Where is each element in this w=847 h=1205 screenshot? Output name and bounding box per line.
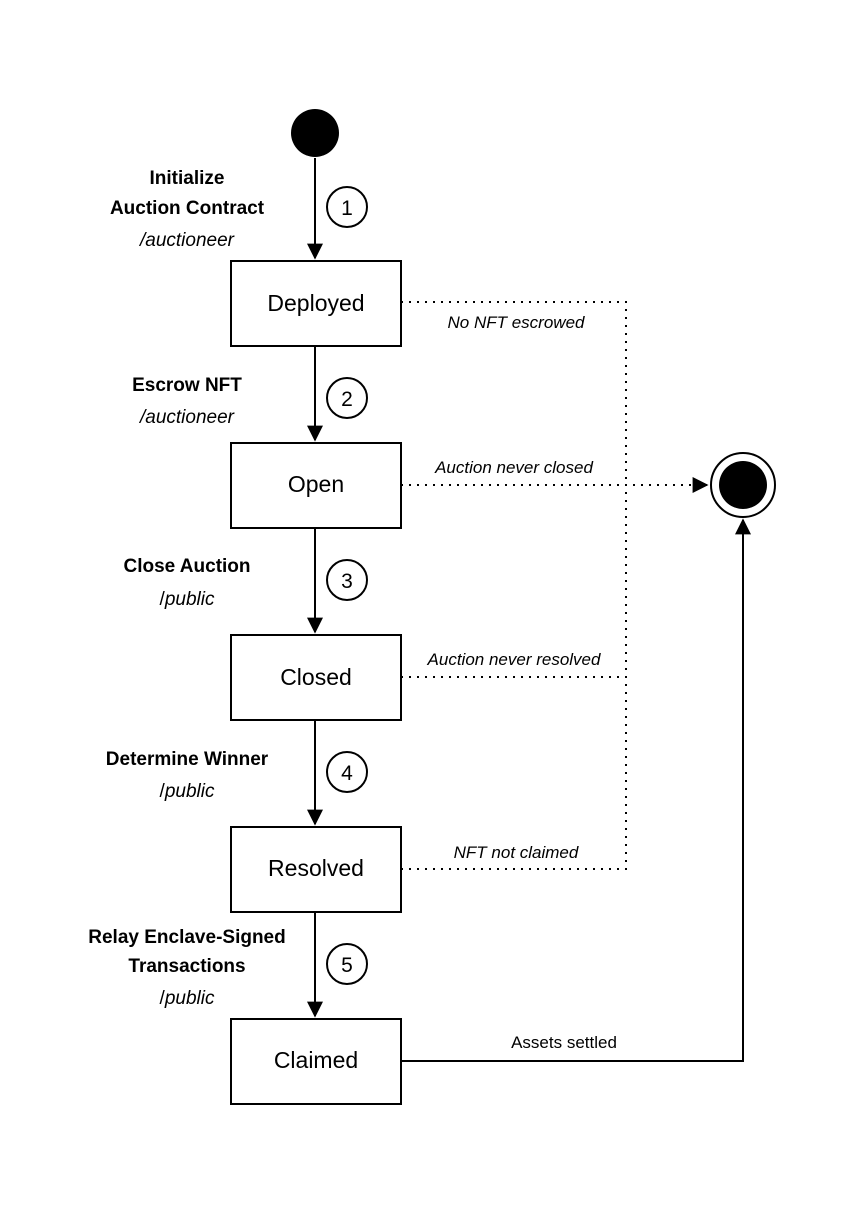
edge-label-auction-never-closed: Auction never closed	[434, 458, 593, 477]
svg-text:4: 4	[341, 762, 353, 785]
initial-state-node	[291, 109, 339, 157]
state-label-resolved: Resolved	[268, 855, 364, 881]
edge-nft-not-claimed	[401, 677, 627, 870]
svg-text:3: 3	[341, 570, 353, 593]
svg-text:Transactions: Transactions	[128, 956, 245, 977]
svg-text:/public: /public	[160, 988, 215, 1009]
edge-label-auction-never-resolved: Auction never resolved	[427, 650, 601, 669]
state-resolved: Resolved	[230, 826, 402, 913]
transition-label-2: Escrow NFT /auctioneer	[132, 375, 242, 428]
svg-text:Auction Contract: Auction Contract	[110, 198, 265, 219]
edge-no-nft-escrowed	[401, 301, 627, 485]
step-badge-1: 1	[326, 186, 368, 228]
state-claimed: Claimed	[230, 1018, 402, 1105]
edge-assets-settled	[401, 518, 751, 1062]
transition-label-4: Determine Winner /public	[106, 749, 269, 802]
final-state-node	[710, 452, 776, 518]
svg-text:5: 5	[341, 954, 353, 977]
svg-text:Escrow NFT: Escrow NFT	[132, 375, 242, 396]
transition-label-1: Initialize Auction Contract /auctioneer	[110, 168, 265, 251]
step-badge-3: 3	[326, 559, 368, 601]
svg-text:2: 2	[341, 388, 353, 411]
svg-text:1: 1	[341, 197, 353, 220]
state-closed: Closed	[230, 634, 402, 721]
state-label-open: Open	[288, 471, 344, 497]
transition-label-3: Close Auction /public	[123, 556, 250, 610]
svg-text:Close Auction: Close Auction	[123, 556, 250, 577]
svg-text:Relay Enclave-Signed: Relay Enclave-Signed	[88, 927, 285, 948]
svg-text:/public: /public	[160, 781, 215, 802]
svg-text:Determine Winner: Determine Winner	[106, 749, 269, 770]
edge-auction-never-resolved	[401, 485, 627, 678]
edge-label-assets-settled: Assets settled	[511, 1033, 617, 1052]
state-label-claimed: Claimed	[274, 1047, 358, 1073]
step-badge-4: 4	[326, 751, 368, 793]
transition-label-5: Relay Enclave-Signed Transactions /publi…	[88, 927, 285, 1009]
svg-text:Initialize: Initialize	[150, 168, 225, 189]
step-badge-2: 2	[326, 377, 368, 419]
svg-text:/auctioneer: /auctioneer	[138, 230, 235, 251]
step-badge-5: 5	[326, 943, 368, 985]
state-label-deployed: Deployed	[267, 290, 364, 316]
svg-text:/public: /public	[160, 589, 215, 610]
state-deployed: Deployed	[230, 260, 402, 347]
edge-label-nft-not-claimed: NFT not claimed	[454, 843, 579, 862]
state-label-closed: Closed	[280, 664, 352, 690]
state-open: Open	[230, 442, 402, 529]
svg-text:/auctioneer: /auctioneer	[138, 407, 235, 428]
edge-label-no-nft-escrowed: No NFT escrowed	[448, 313, 586, 332]
